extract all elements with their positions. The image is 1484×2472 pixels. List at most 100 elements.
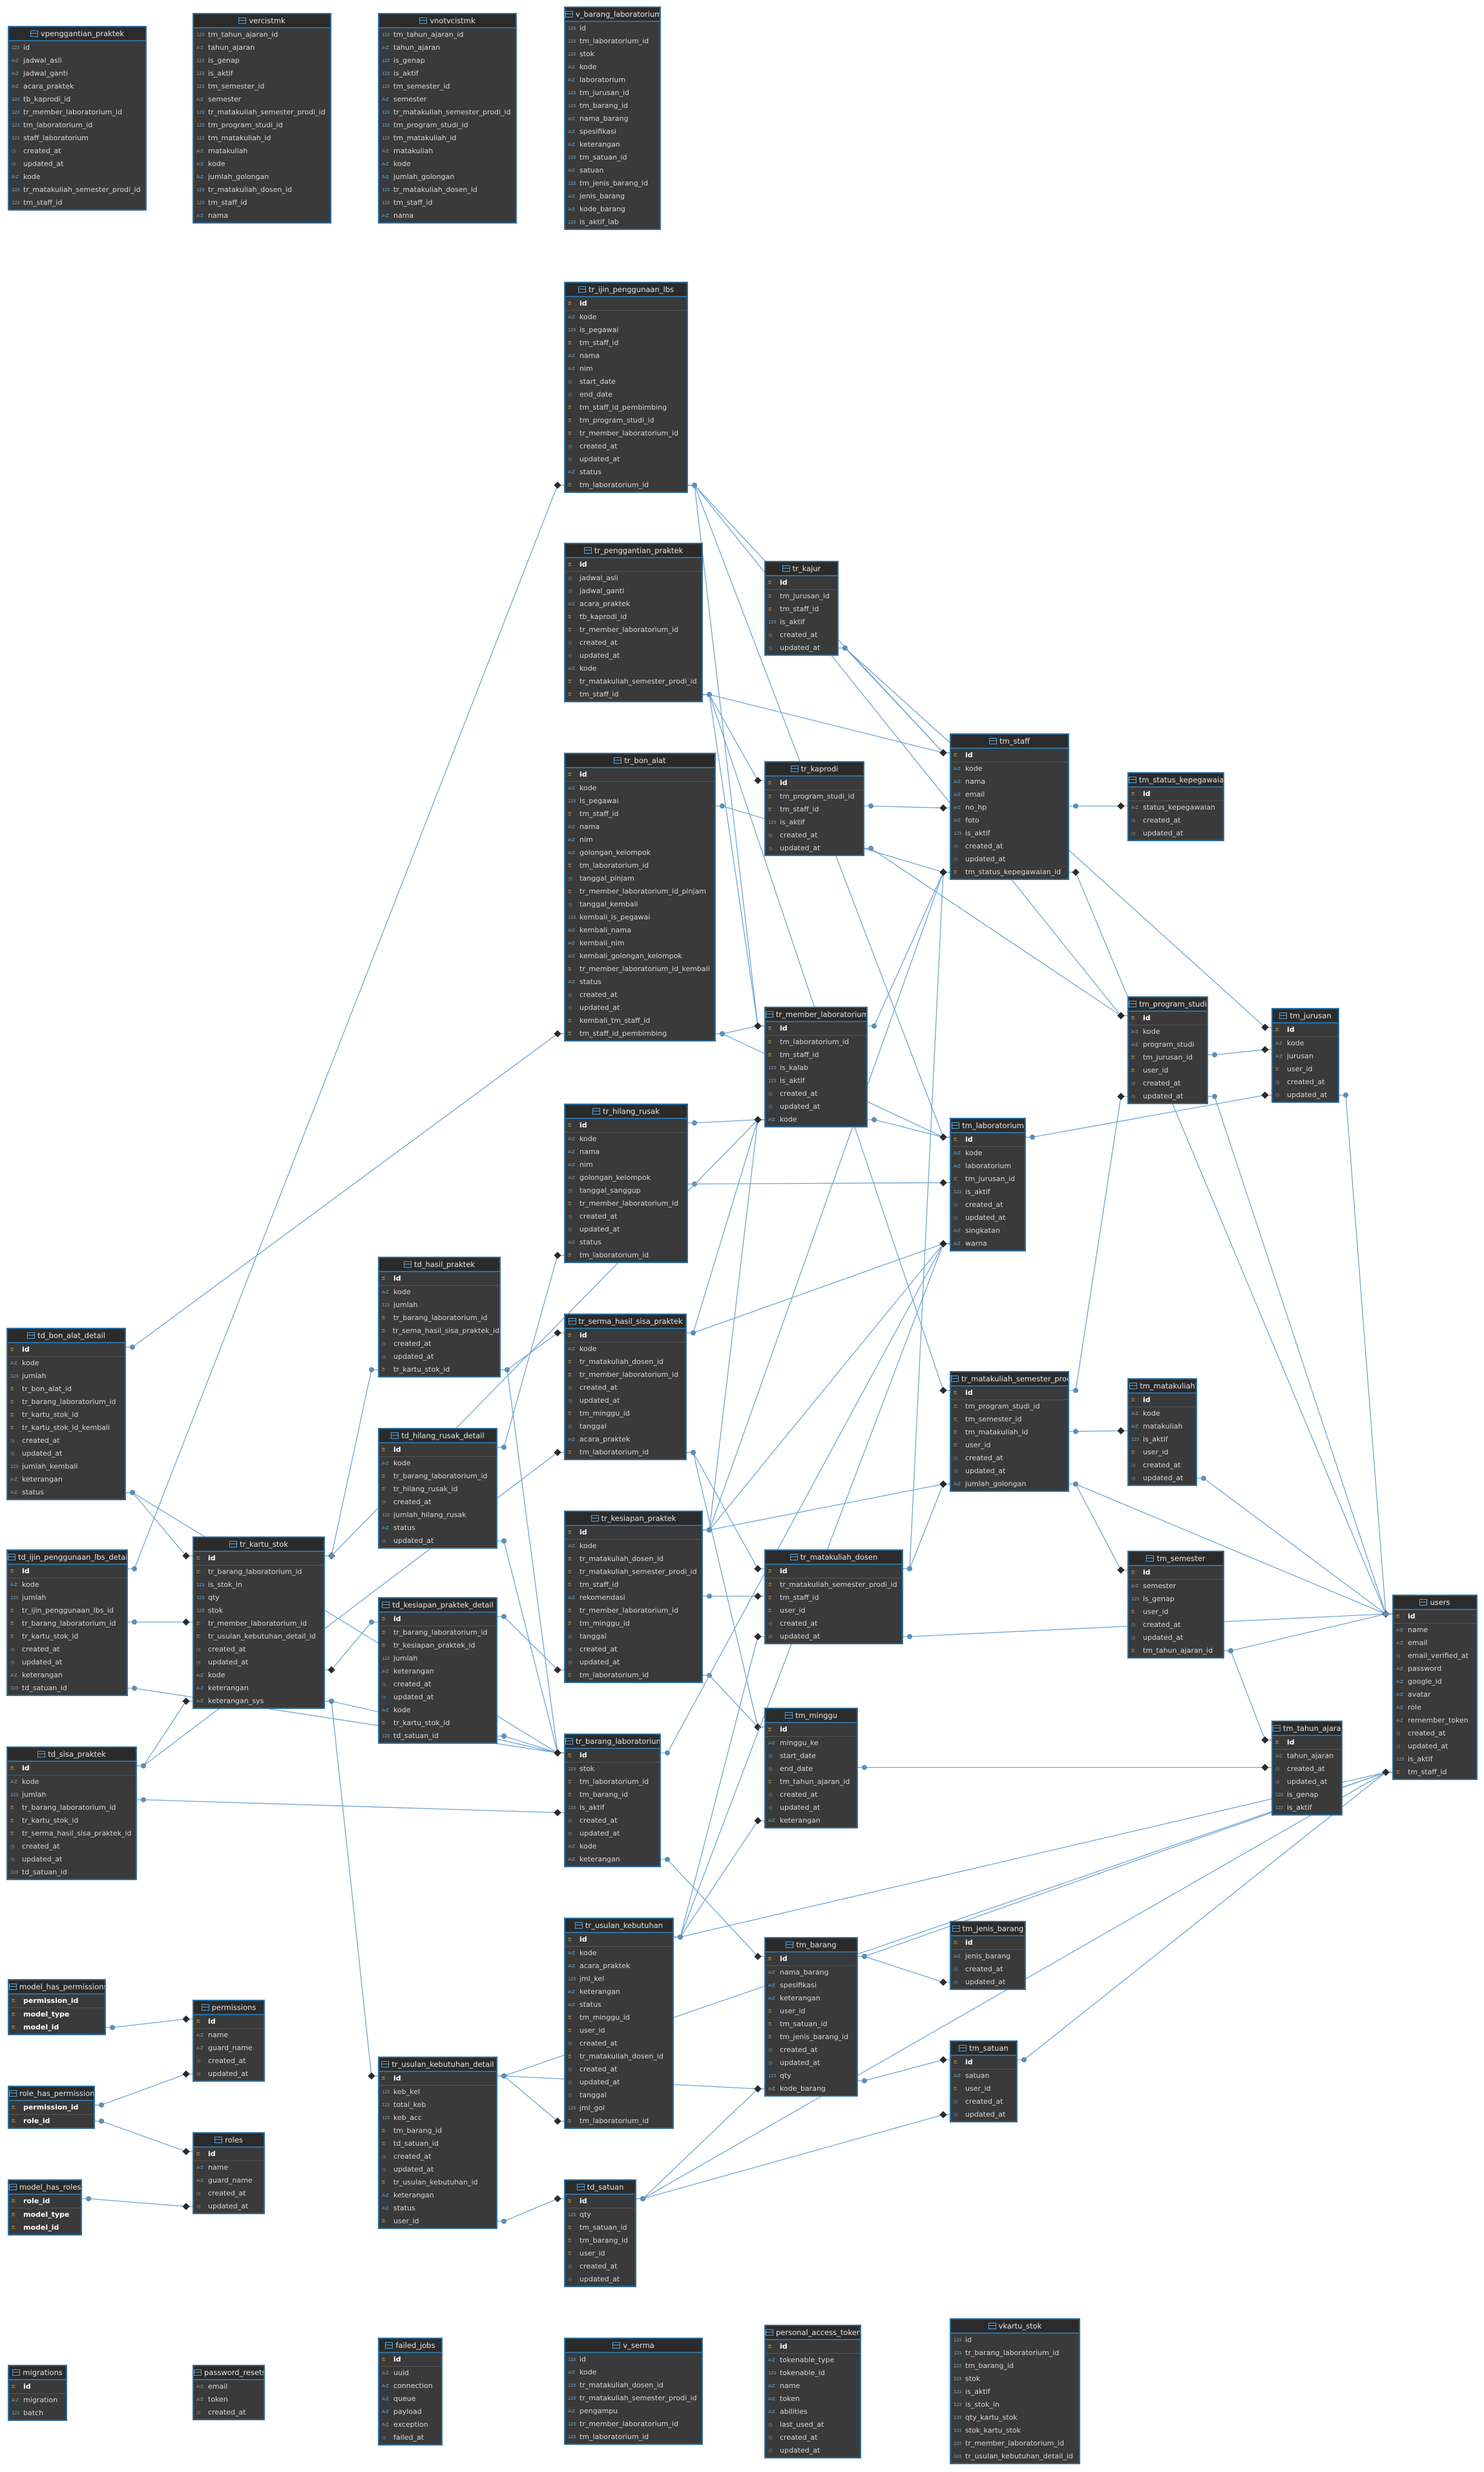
table-header[interactable]: permissions	[194, 2001, 264, 2015]
column-row[interactable]: ⚿tm_staff_id	[565, 688, 702, 701]
column-row[interactable]: ◷created_at	[565, 1643, 702, 1656]
column-row[interactable]: ◷tanggal	[565, 2089, 673, 2102]
column-row[interactable]: ⚿tr_ijin_penggunaan_lbs_id	[8, 1604, 127, 1617]
column-row[interactable]: ⚿user_id	[766, 2005, 857, 2018]
column-row[interactable]: ⚿user_id	[951, 1439, 1068, 1452]
table-header[interactable]: td_kesiapan_praktek_detail	[379, 1598, 496, 1613]
column-row[interactable]: ◷updated_at	[379, 2163, 496, 2176]
column-row[interactable]: ⚿tr_matakuliah_dosen_id	[565, 1553, 702, 1566]
table-header[interactable]: password_resets	[194, 2366, 264, 2380]
column-row[interactable]: ⚿tm_matakuliah_id	[951, 1426, 1068, 1439]
column-row[interactable]: ⚿id	[565, 1749, 660, 1762]
column-row[interactable]: ⚿id	[565, 2195, 635, 2208]
column-row[interactable]: ⚿tm_jurusan_id	[766, 590, 837, 603]
column-row[interactable]: ◷tanggal_kembali	[565, 898, 715, 911]
column-row[interactable]: ◷updated_at	[1394, 1740, 1476, 1753]
column-row[interactable]: ⚿tr_barang_laboratorium_id	[8, 1617, 127, 1630]
column-row[interactable]: ⚿role_id	[9, 2195, 81, 2208]
column-row[interactable]: ⚿tm_tahun_ajaran_id	[1129, 1644, 1223, 1657]
column-row[interactable]: ⚿id	[766, 1565, 902, 1578]
column-row[interactable]: ⚿id	[379, 1272, 499, 1285]
column-row[interactable]: ⚿td_satuan_id	[379, 2137, 496, 2150]
column-row[interactable]: ⚿tm_laboratorium_id	[565, 1775, 660, 1788]
column-row[interactable]: ⚿id	[1394, 1610, 1476, 1623]
column-row[interactable]: ◷created_at	[951, 1452, 1068, 1465]
column-row[interactable]: ⚿id	[8, 1762, 136, 1775]
column-row[interactable]: ⚿tr_matakuliah_dosen_id	[565, 1356, 685, 1368]
column-row[interactable]: ◷created_at	[951, 1963, 1025, 1976]
column-row[interactable]: ⚿tm_staff_id_pembimbing	[565, 401, 687, 414]
column-row[interactable]: ◷tanggal_sanggup	[565, 1184, 687, 1197]
column-row[interactable]: ◷created_at	[565, 2063, 673, 2076]
column-row[interactable]: ⚿tm_laboratorium_id	[565, 1446, 685, 1459]
table-header[interactable]: failed_jobs	[379, 2339, 441, 2353]
table-header[interactable]: tr_kaprodi	[766, 762, 863, 777]
column-row[interactable]: ⚿id	[766, 1723, 857, 1736]
column-row[interactable]: ⚿tm_minggu_id	[565, 1407, 685, 1420]
column-row[interactable]: ◷created_at	[951, 840, 1068, 853]
column-row[interactable]: ⚿id	[379, 2072, 496, 2085]
column-row[interactable]: ⚿tm_barang_id	[565, 1788, 660, 1801]
table-header[interactable]: tm_satuan	[951, 2042, 1016, 2056]
column-row[interactable]: ◷created_at	[379, 2150, 496, 2163]
column-row[interactable]: ◷created_at	[766, 1087, 866, 1100]
column-row[interactable]: ⚿tm_staff_id	[766, 1049, 866, 1062]
table-header[interactable]: model_has_permissions	[9, 1980, 105, 1995]
table-header[interactable]: tm_tahun_ajaran	[1273, 1722, 1341, 1736]
